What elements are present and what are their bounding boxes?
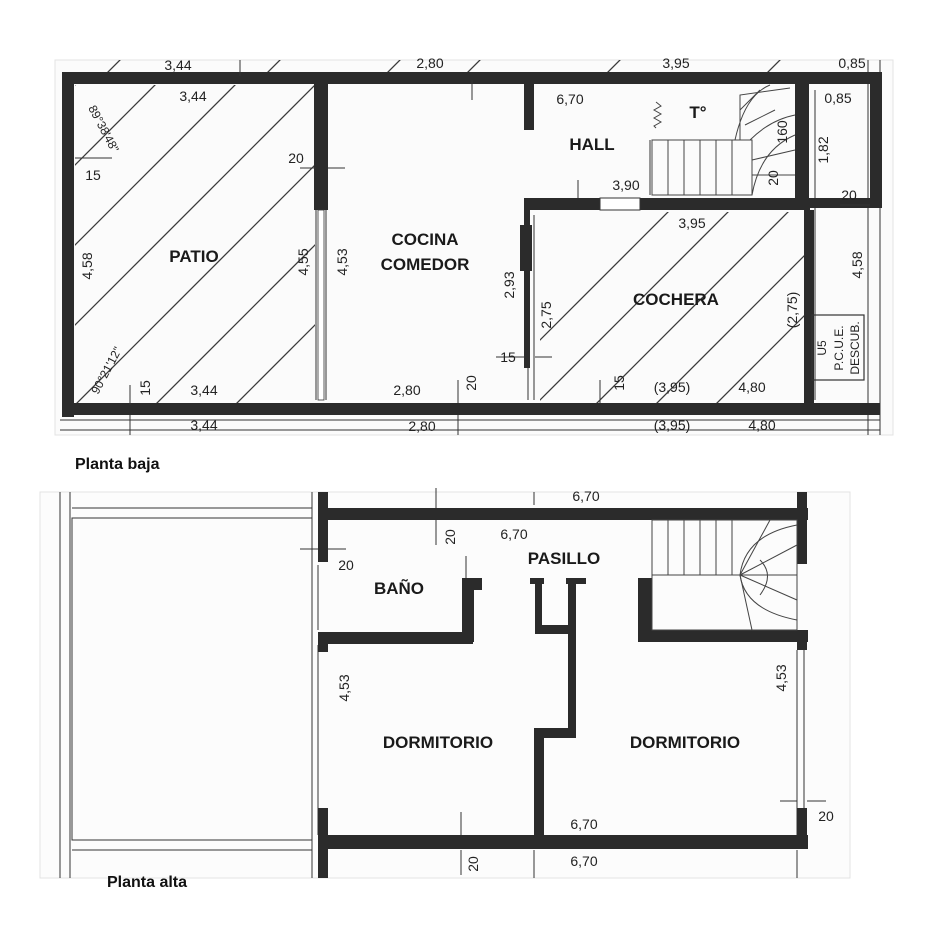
dim-upper-bano-20: 20 — [338, 557, 354, 573]
cochera-hatching — [540, 212, 805, 405]
dim-upper-bottom-inner: 6,70 — [570, 816, 597, 832]
dim-cochera-15: 15 — [500, 349, 516, 365]
ground-floor-walls — [62, 72, 882, 417]
dim-patio-height-left: 4,58 — [79, 252, 95, 279]
dim-cochera-paren-height: (2,75) — [784, 292, 800, 329]
dim-cochera-height: 2,75 — [538, 301, 554, 328]
dim-small-right: 0,85 — [824, 90, 851, 106]
dim-stair-20: 20 — [765, 170, 781, 186]
dim-top-left-outer: 3,44 — [164, 57, 191, 73]
room-label-dormitorio-right: DORMITORIO — [630, 733, 740, 752]
dim-bottom-cochera-15: 15 — [611, 375, 627, 391]
dim-cocina-height: 4,53 — [334, 248, 350, 275]
dim-upper-right-20: 20 — [818, 808, 834, 824]
dim-patio-height-right: 4,55 — [295, 248, 311, 275]
room-label-termo: T° — [689, 103, 706, 122]
caption-planta-alta: Planta alta — [107, 874, 187, 891]
dim-patio-wall-20: 20 — [288, 150, 304, 166]
room-label-comedor: COMEDOR — [381, 255, 470, 274]
dim-top-mid-outer: 2,80 — [416, 55, 443, 71]
upper-floor-plan: BAÑO PASILLO DORMITORIO DORMITORIO 6,70 … — [39, 488, 851, 879]
room-label-dormitorio-left: DORMITORIO — [383, 733, 493, 752]
dim-patio-left-15: 15 — [85, 167, 101, 183]
dim-upper-dorm-right-height: 4,53 — [773, 664, 789, 691]
dim-hall-390: 3,90 — [612, 177, 639, 193]
dim-bottom-cochera-paren: (3,95) — [654, 379, 691, 395]
patio-hatching — [75, 85, 315, 405]
dim-upper-top-inner: 6,70 — [500, 526, 527, 542]
room-label-cocina: COCINA — [391, 230, 458, 249]
dim-right-458: 4,58 — [849, 251, 865, 278]
room-label-cochera: COCHERA — [633, 290, 719, 309]
dim-right-182: 1,82 — [815, 136, 831, 163]
room-label-hall: HALL — [569, 135, 614, 154]
termo-spring-icon — [652, 101, 663, 129]
pcue-line-3: DESCUB. — [848, 321, 862, 374]
upper-floor-walls — [318, 492, 808, 878]
dim-bottom-cochera-480: 4,80 — [738, 379, 765, 395]
pcue-line-1: U5 — [815, 340, 829, 356]
dim-top-far-right: 0,85 — [838, 55, 865, 71]
room-label-bano: BAÑO — [374, 578, 424, 598]
dim-top-right-outer: 3,95 — [662, 55, 689, 71]
room-label-pasillo: PASILLO — [528, 549, 600, 568]
dim-cocina-door: 2,93 — [501, 271, 517, 298]
dim-upper-bottom-20: 20 — [465, 856, 481, 872]
dim-bottom-cocina: 2,80 — [393, 382, 420, 398]
dim-bottom-left-15: 15 — [137, 380, 153, 396]
pcue-line-2: P.C.U.E. — [832, 325, 846, 370]
dim-bottom-cocina-20: 20 — [463, 375, 479, 391]
dim-upper-wall-20-top: 20 — [442, 529, 458, 545]
pcue-stamp: U5 P.C.U.E. DESCUB. — [811, 314, 865, 381]
dim-right-20: 20 — [841, 187, 857, 203]
dim-top-left-inner: 3,44 — [179, 88, 206, 104]
ground-floor-plan: PATIO COCINA COMEDOR HALL T° COCHERA 3,4… — [54, 55, 894, 436]
dim-outer-bottom-480: 4,80 — [748, 417, 775, 433]
dim-stair-160: 160 — [774, 120, 790, 144]
dim-upper-top-outer: 6,70 — [572, 488, 599, 504]
dim-bottom-patio: 3,44 — [190, 382, 217, 398]
upper-stairs — [651, 519, 798, 631]
dim-cochera-top: 3,95 — [678, 215, 705, 231]
dim-upper-dorm-left-height: 4,53 — [336, 674, 352, 701]
dim-outer-bottom-patio: 3,44 — [190, 417, 217, 433]
dim-outer-bottom-paren: (3,95) — [654, 417, 691, 433]
caption-planta-baja: Planta baja — [75, 456, 160, 473]
ground-stairs — [651, 84, 796, 196]
room-label-patio: PATIO — [169, 247, 218, 266]
dim-outer-bottom-cocina: 2,80 — [408, 418, 435, 434]
dim-hall-width: 6,70 — [556, 91, 583, 107]
dim-upper-bottom-outer: 6,70 — [570, 853, 597, 869]
